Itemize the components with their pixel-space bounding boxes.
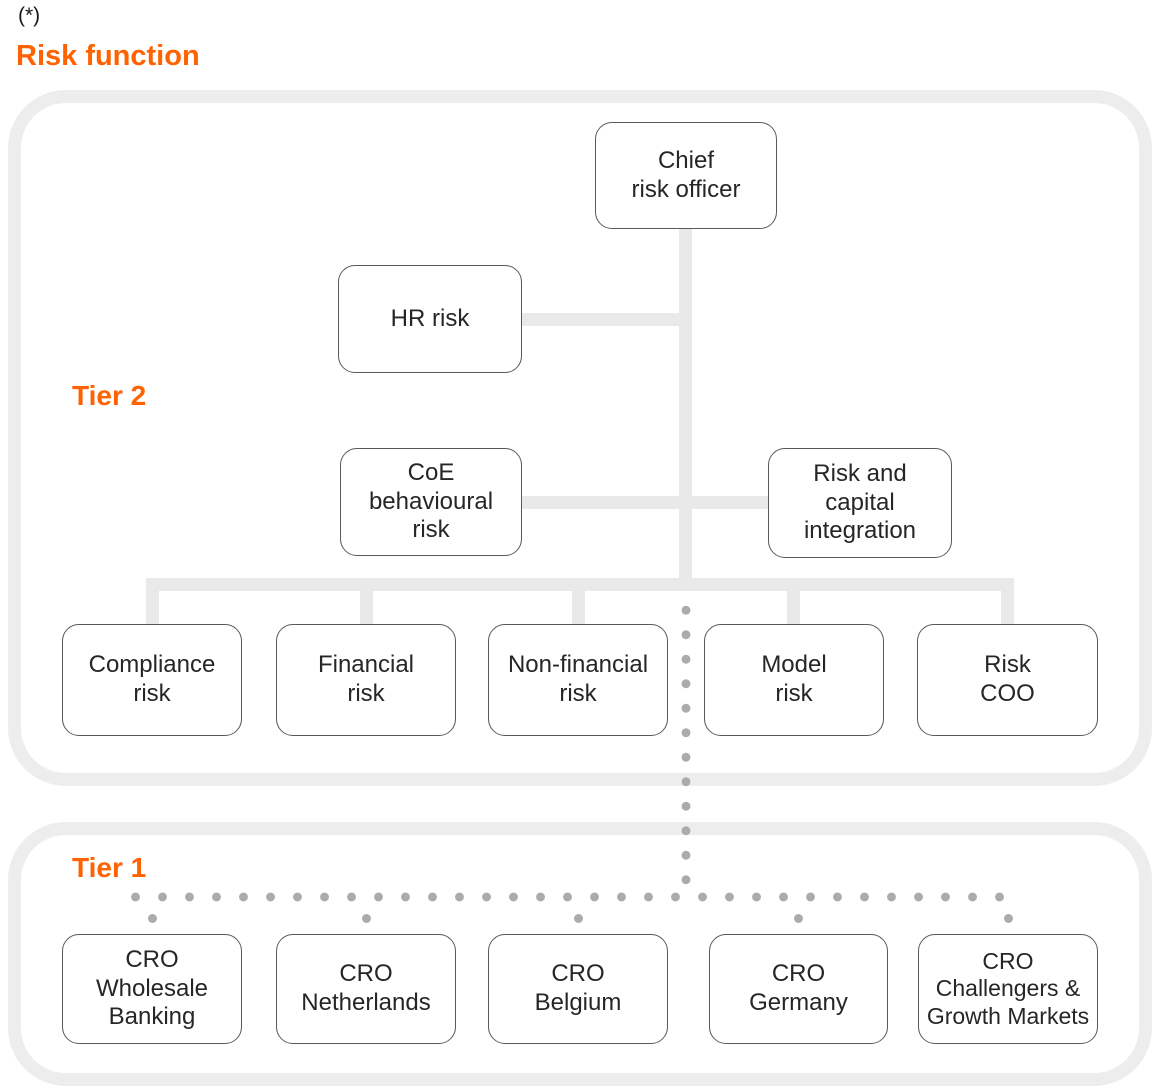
tier2-label: Tier 2 [72, 380, 147, 411]
node-non-financial-risk: Non-financial risk [488, 624, 668, 736]
node-coe-behavioural-risk: CoE behavioural risk [340, 448, 522, 556]
node-chief-risk-officer: Chief risk officer [595, 122, 777, 229]
connector-drop-model [787, 585, 800, 624]
connector-cro-vertical [679, 228, 692, 585]
connector-drop-risk-coo [1001, 585, 1014, 624]
dotted-drop-cro-belgium [574, 914, 583, 923]
node-compliance-risk: Compliance risk [62, 624, 242, 736]
tier1-frame [8, 822, 1152, 1086]
node-cro-germany: CRO Germany [709, 934, 888, 1044]
page-title: Risk function [16, 40, 200, 72]
tier2-frame [8, 90, 1152, 786]
dotted-connector-tier2-to-tier1 [681, 598, 691, 892]
node-cro-netherlands: CRO Netherlands [276, 934, 456, 1044]
node-hr-risk: HR risk [338, 265, 522, 373]
dotted-connector-tier1-bar [122, 892, 1018, 902]
footnote-marker: (*) [18, 4, 41, 27]
connector-coe-horizontal [521, 496, 680, 509]
connector-drop-financial [360, 585, 373, 624]
node-financial-risk: Financial risk [276, 624, 456, 736]
node-risk-capital-integration: Risk and capital integration [768, 448, 952, 558]
dotted-drop-cro-wholesale [148, 914, 157, 923]
node-cro-challengers-growth-markets: CRO Challengers & Growth Markets [918, 934, 1098, 1044]
dotted-drop-cro-challengers [1004, 914, 1013, 923]
tier1-label: Tier 1 [72, 852, 147, 883]
connector-drop-non-financial [572, 585, 585, 624]
connector-hr-horizontal [520, 313, 680, 326]
dotted-drop-cro-netherlands [362, 914, 371, 923]
connector-drop-compliance [146, 585, 159, 624]
node-cro-wholesale-banking: CRO Wholesale Banking [62, 934, 242, 1044]
connector-rci-horizontal [691, 496, 769, 509]
node-risk-coo: Risk COO [917, 624, 1098, 736]
node-cro-belgium: CRO Belgium [488, 934, 668, 1044]
node-model-risk: Model risk [704, 624, 884, 736]
dotted-drop-cro-germany [794, 914, 803, 923]
